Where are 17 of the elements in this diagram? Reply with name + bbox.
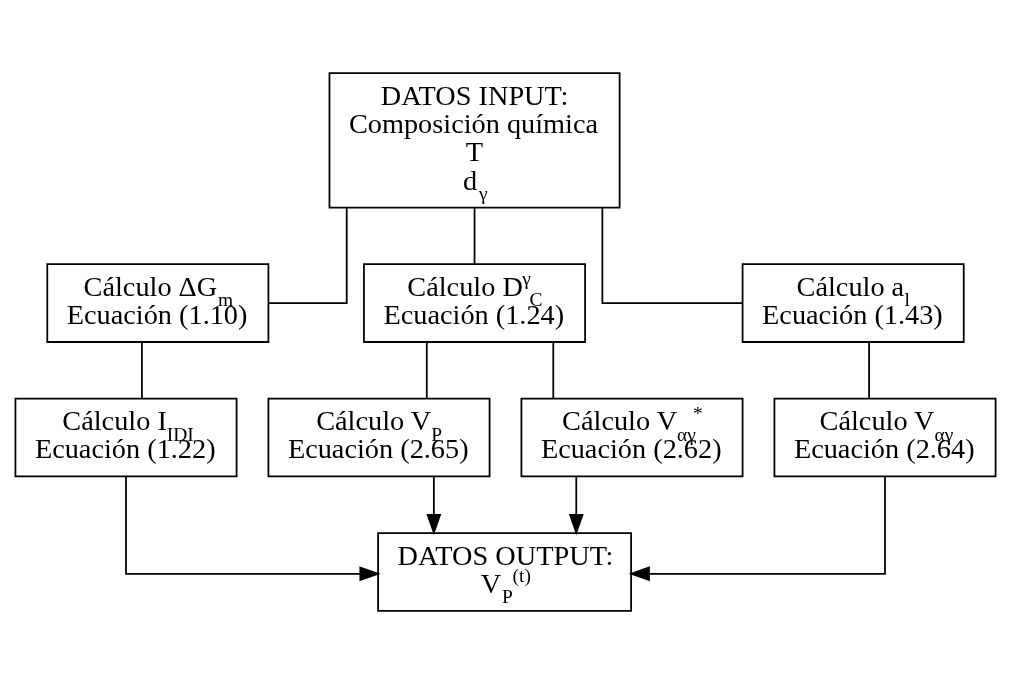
node-box: Cálculo a$_{l}$ Ecuación (1.43) — [741, 263, 965, 343]
arrow — [125, 476, 381, 582]
node-box: Cálculo I$_{IDI}$ Ecuación (1.22) — [14, 397, 238, 478]
node-box: DATOS INPUT: Composición química T d$_{γ}$ — [328, 72, 621, 209]
arrow — [426, 476, 442, 536]
connector — [473, 207, 476, 265]
node-box: Cálculo V$_{αγ}$ Ecuación (2.64) — [773, 397, 997, 478]
connector — [552, 341, 555, 400]
connector — [425, 341, 428, 400]
connector — [601, 207, 744, 304]
arrow — [628, 476, 886, 582]
node-box: Cálculo V$_{P}$ Ecuación (2.65) — [267, 397, 491, 478]
connector — [868, 341, 870, 400]
node-box: Cálculo ΔG$_{m}$ Ecuación (1.10) — [46, 263, 270, 343]
connector — [267, 207, 348, 304]
arrow — [568, 476, 584, 536]
connector — [141, 341, 143, 400]
